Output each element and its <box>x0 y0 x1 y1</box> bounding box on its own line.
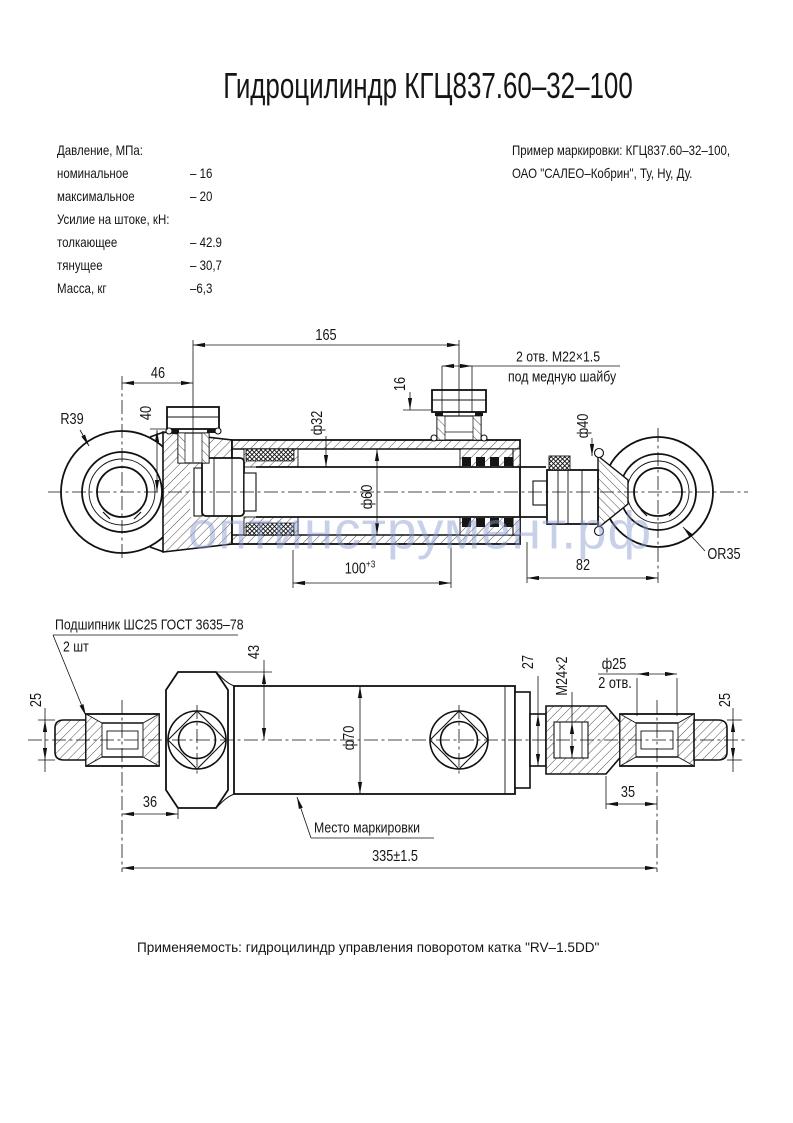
bearing-note-line1: Подшипник ШС25 ГОСТ 3635–78 <box>55 616 244 634</box>
watermark: оптинструмент.рф <box>187 501 653 561</box>
dim-165: 165 <box>315 327 337 344</box>
upper-left-port <box>165 406 222 464</box>
dim-dia40: ф40 <box>575 413 592 439</box>
dim-82: 82 <box>575 557 591 574</box>
label-2otv: 2 отв. <box>598 675 632 692</box>
dim-25-right: 25 <box>717 692 734 708</box>
dim-335: 335±1.5 <box>372 848 418 865</box>
spec-label: максимальное <box>57 188 135 204</box>
marking-example-line1: Пример маркировки: КГЦ837.60–32–100, <box>512 142 731 158</box>
dim-16: 16 <box>392 376 409 392</box>
upper-rod-end <box>532 455 599 525</box>
dim-43: 43 <box>246 644 263 660</box>
label-marking-spot: Место маркировки <box>314 819 420 837</box>
dim-r39: R39 <box>60 411 84 428</box>
dim-dia25: ф25 <box>601 656 627 673</box>
spec-value: – 16 <box>190 165 213 181</box>
bearing-note-line2: 2 шт <box>63 638 89 656</box>
spec-label: номинальное <box>57 165 129 181</box>
note-application: Применяемость: гидроцилиндр управления п… <box>137 939 600 955</box>
dim-dia70: ф70 <box>341 725 358 751</box>
dim-dia32: ф32 <box>309 410 326 436</box>
upper-head-block <box>243 448 299 536</box>
spec-value: – 42.9 <box>190 234 222 250</box>
upper-dimensions <box>79 342 706 588</box>
note-m22-line2: под медную шайбу <box>508 368 617 386</box>
spec-label: тянущее <box>57 257 103 273</box>
lower-dimensions <box>38 634 742 871</box>
spec-label: Усилие на штоке, кН: <box>57 211 170 227</box>
note-m22-line1: 2 отв. М22×1.5 <box>516 348 601 366</box>
upper-gland <box>459 448 521 536</box>
page-title: Гидроцилиндр КГЦ837.60–32–100 <box>223 65 633 106</box>
dim-100: 100+3 <box>344 559 376 578</box>
dim-40: 40 <box>138 405 155 421</box>
dim-35: 35 <box>620 784 636 801</box>
spec-label: Масса, кг <box>57 280 107 296</box>
dim-46: 46 <box>150 365 166 382</box>
spec-label: толкающее <box>57 234 118 250</box>
upper-view <box>48 340 748 588</box>
dim-27: 27 <box>520 654 537 670</box>
spec-value: – 30,7 <box>190 257 222 273</box>
lower-view <box>28 634 748 872</box>
dim-25-left: 25 <box>28 692 45 708</box>
marking-example-line2: ОАО "САЛЕО–Кобрин", Ту, Ну, Ду. <box>512 165 693 181</box>
dim-m24: М24×2 <box>554 656 571 696</box>
spec-value: – 20 <box>190 188 213 204</box>
dim-36: 36 <box>142 794 158 811</box>
spec-value: –6,3 <box>190 280 213 296</box>
dim-or35: OR35 <box>707 546 741 563</box>
spec-label: Давление, МПа: <box>57 142 143 158</box>
